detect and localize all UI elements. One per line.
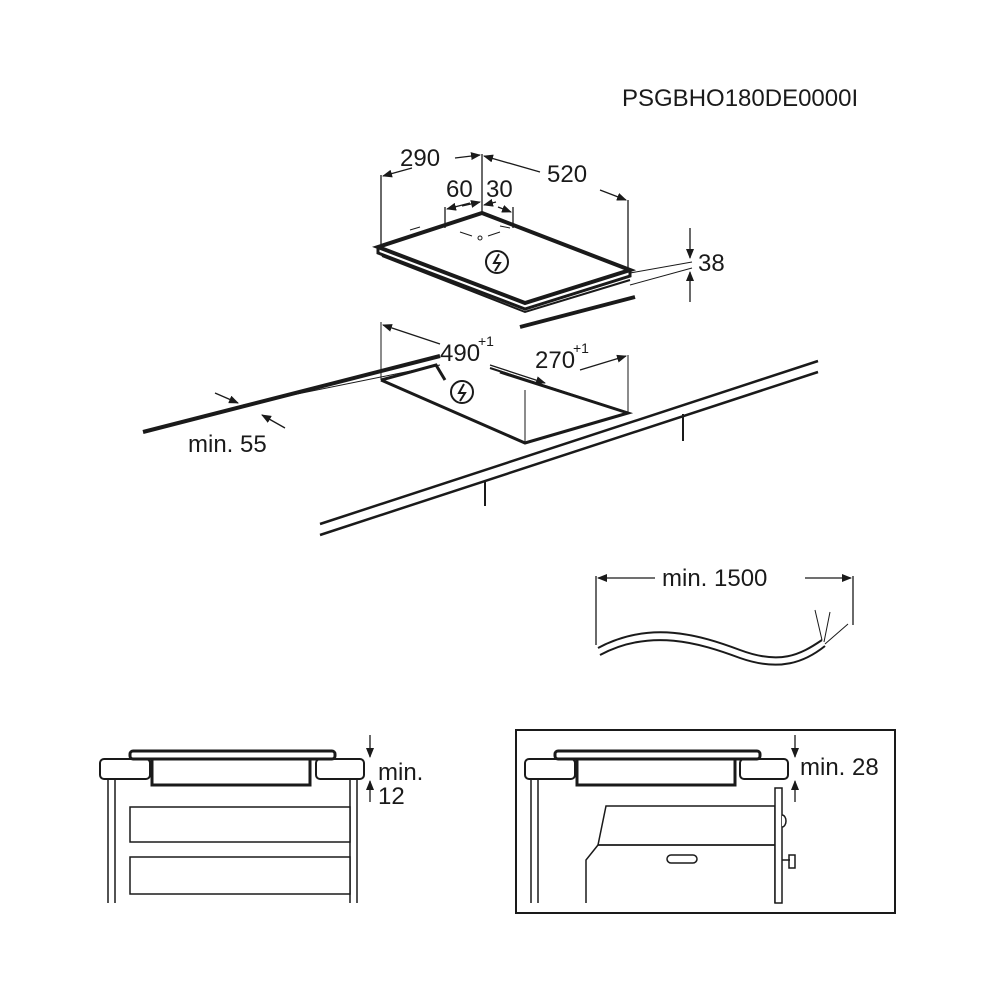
electric-warning-icon [450,380,474,404]
cable-length-label: min. 1500 [662,565,767,592]
oven-min-gap-label: min. 28 [800,754,879,781]
drawer-min-value: 12 [378,783,405,810]
cutout-width-tolerance: +1 [478,333,494,349]
drawer-min-label: min. [378,759,423,786]
drawer-installation [99,735,374,903]
cutout-depth-label: 270 [535,347,575,374]
electric-warning-icon [485,250,509,274]
cable [595,574,854,666]
document-code: PSGBHO180DE0000I [622,85,858,112]
hob-height-label: 38 [698,250,725,277]
cutout-width-label: 490 [440,340,480,367]
min-front-distance-label: min. 55 [188,431,267,458]
hob-width-label: 520 [547,161,587,188]
hob [372,210,693,329]
worktop [142,322,819,537]
hob-dimension-lines [380,152,694,302]
hob-depth-label: 290 [400,145,440,172]
hob-offset-right-label: 30 [486,176,513,203]
oven-installation [515,729,896,914]
hob-offset-left-label: 60 [446,176,473,203]
cutout-depth-tolerance: +1 [573,340,589,356]
